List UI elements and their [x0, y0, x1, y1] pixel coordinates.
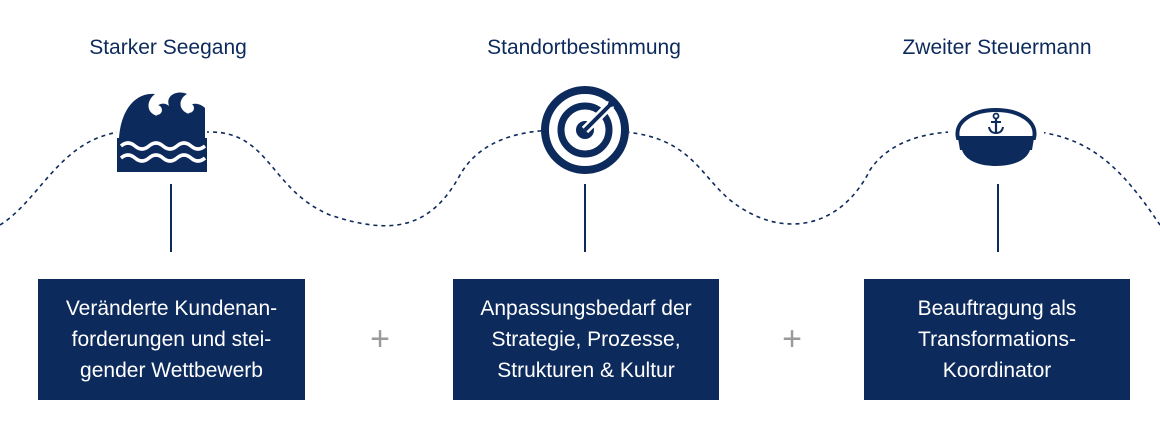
stage-1-text: Veränderte Kundenan- forderungen und ste… — [65, 297, 278, 382]
stage-title-starker-seegang: Starker Seegang — [89, 36, 247, 59]
stage-1-box: Veränderte Kundenan- forderungen und ste… — [38, 279, 305, 400]
stage-3-text: Beauftragung als Transformations- Koordi… — [917, 297, 1077, 382]
stage-title-zweiter-steuermann: Zweiter Steuermann — [902, 36, 1092, 59]
waves-icon — [117, 88, 207, 172]
stage-3-stem — [997, 184, 999, 252]
stage-1-stem — [170, 184, 172, 252]
captain-hat-icon — [948, 104, 1044, 170]
stage-title-standortbestimmung: Standortbestimmung — [487, 36, 681, 59]
stage-2-stem — [584, 184, 586, 252]
radar-target-icon — [539, 84, 631, 176]
plus-connector-1: + — [370, 320, 390, 358]
stage-2-text: Anpassungsbedarf der Strategie, Prozesse… — [480, 297, 692, 382]
stage-3-box: Beauftragung als Transformations- Koordi… — [864, 279, 1130, 400]
stage-2-box: Anpassungsbedarf der Strategie, Prozesse… — [453, 279, 719, 400]
plus-connector-2: + — [782, 320, 802, 358]
